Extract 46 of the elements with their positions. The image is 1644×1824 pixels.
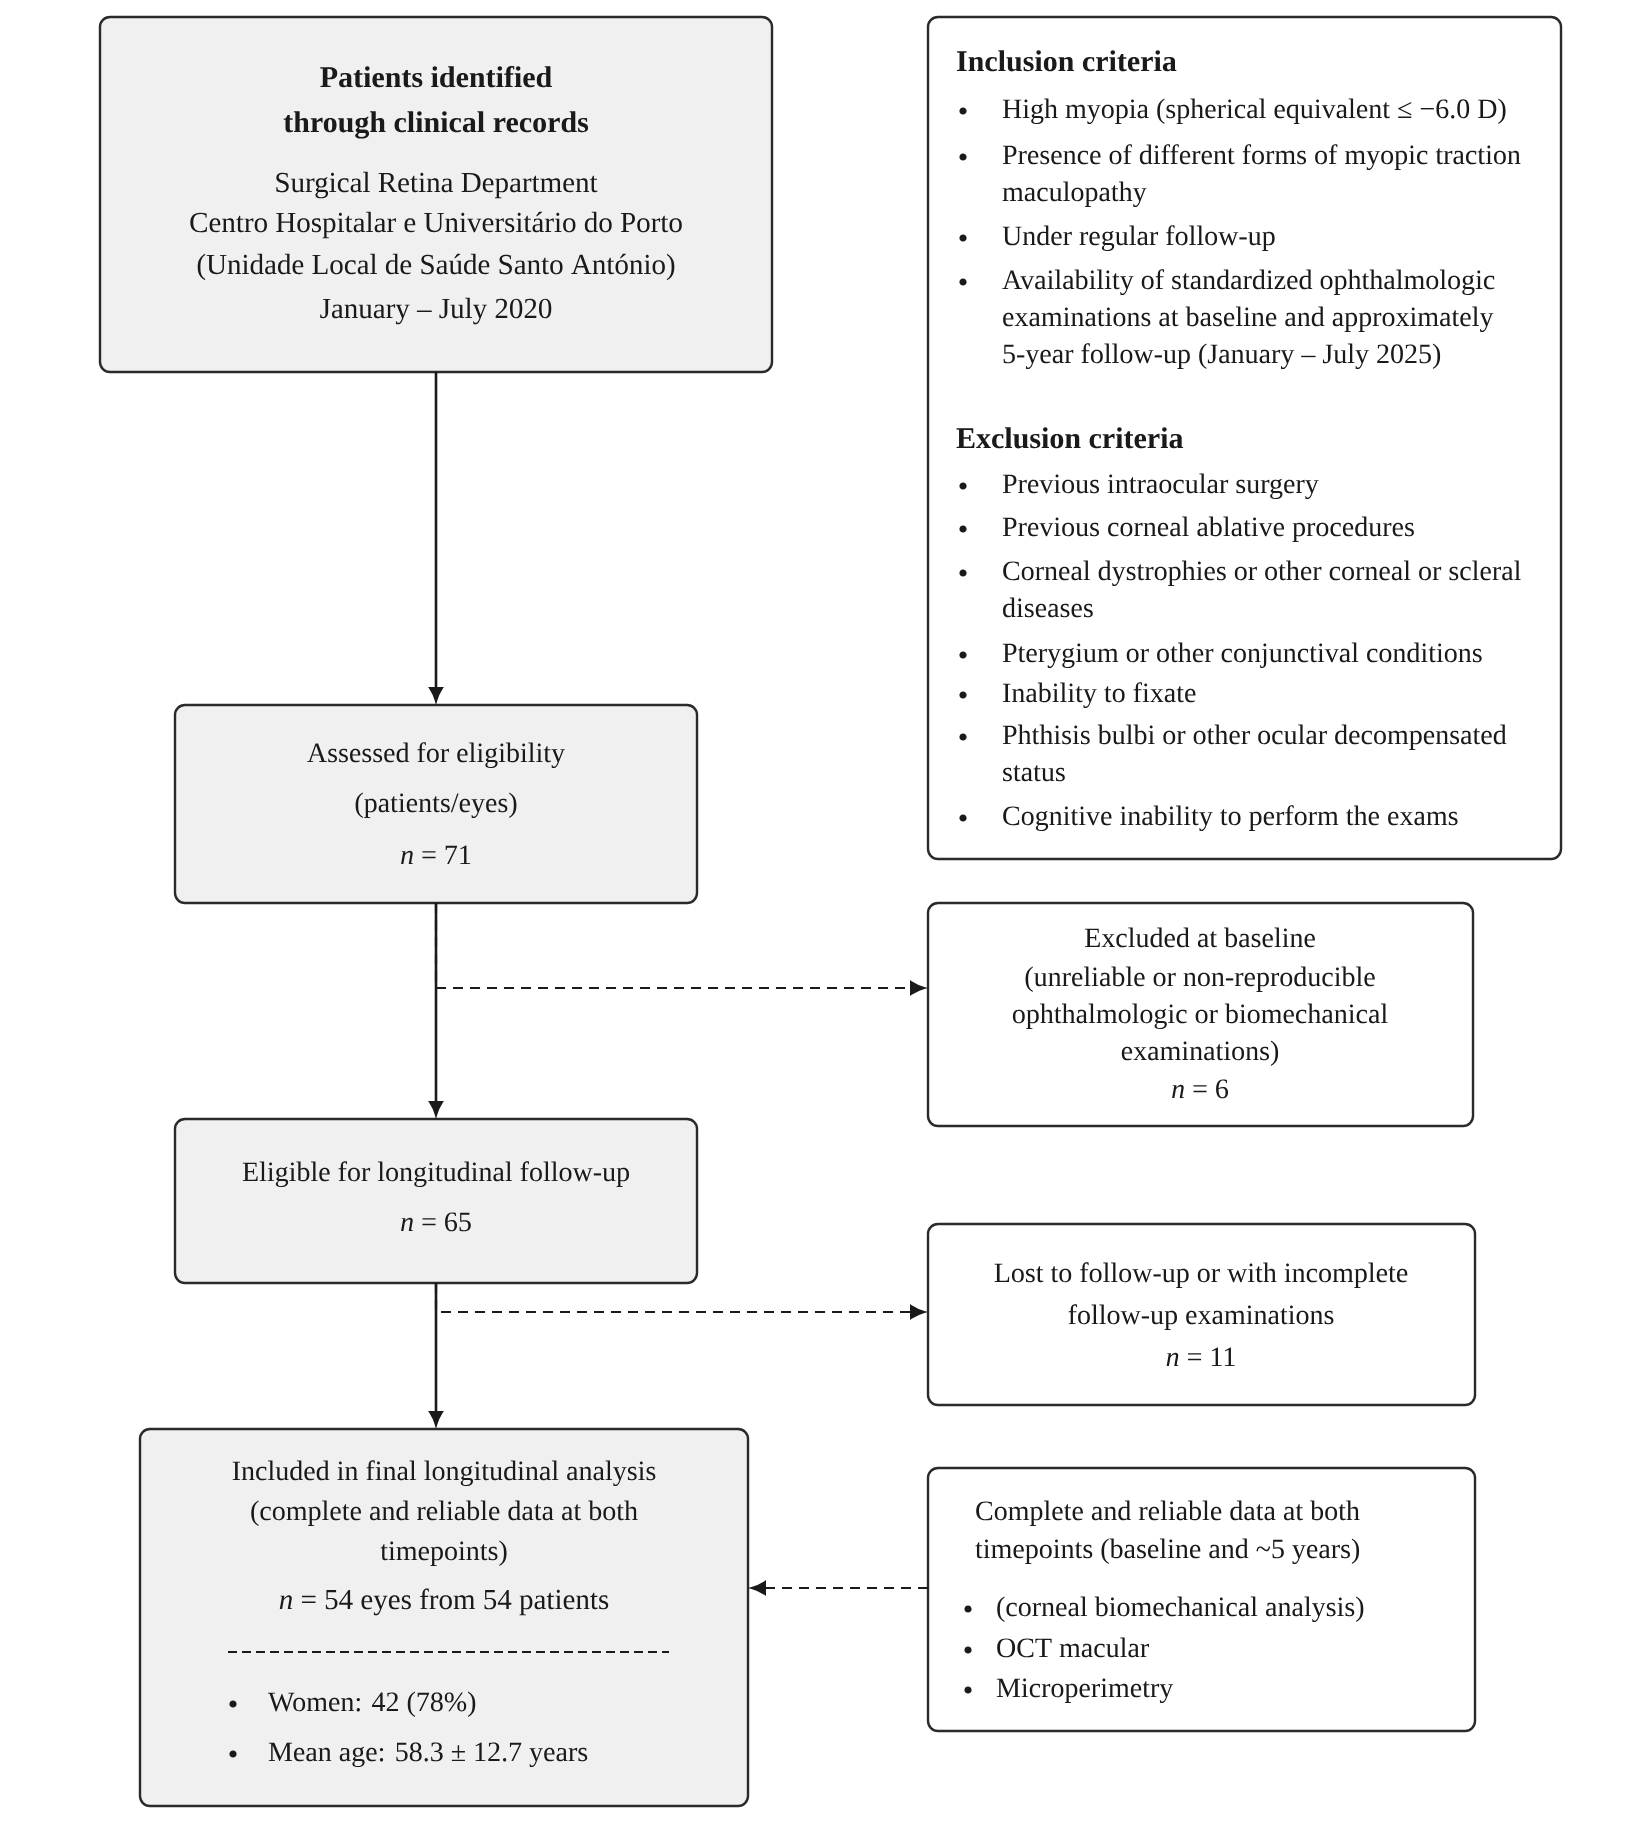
bullet-text: Under regular follow-up — [1002, 225, 1275, 252]
box-text: Included in final longitudinal analysis (complete and reliable data at both timepoints) — [232, 1460, 656, 1566]
section-heading: Exclusion criteria — [956, 427, 1184, 449]
box-text: Assessed for eligibility (patients/eyes) — [307, 742, 565, 819]
count-text: n = 54 eyes from 54 patients — [279, 1588, 609, 1616]
dashed-arrow — [750, 1581, 928, 1595]
box-text: Excluded at baseline — [1085, 927, 1315, 948]
bullet-text: Presence of different forms of myopic traction maculopathy — [1002, 144, 1521, 208]
box-text: Centro Hospitalar e Universitário do Porto — [190, 211, 682, 239]
side-box — [926, 901, 1475, 1128]
bullet-text: Availability of standardized ophthalmologic examinations at baseline and approximately 5-year follow-up (January – July 2025) — [1002, 269, 1495, 370]
count-text: n = 65 — [401, 1212, 471, 1232]
box-text: (Unidade Local de Saúde Santo António) — [197, 253, 675, 281]
bullet-text: Phthisis bulbi or other ocular decompensated status — [1002, 724, 1507, 782]
bullet-text: Pterygium or other conjunctival conditions — [1002, 642, 1482, 669]
process-box — [138, 1427, 750, 1808]
box-text: (unreliable or non-reproducible ophthalmologic or biomechanical examinations) — [1012, 966, 1388, 1066]
box-text: Surgical Retina Department — [276, 171, 598, 199]
box-text: January – July 2020 — [320, 297, 552, 325]
arrow — [429, 372, 443, 702]
process-box — [173, 1117, 699, 1285]
bullet-text: Microperimetry — [996, 1678, 1174, 1704]
bullet-text: High myopia (spherical equivalent ≤ −6.0 D) — [1002, 98, 1506, 125]
bullet-text: Corneal dystrophies or other corneal or scleral diseases — [1003, 560, 1521, 618]
arrow — [429, 903, 443, 1116]
bullet-text: Previous intraocular surgery — [1002, 473, 1319, 500]
process-box — [98, 15, 774, 374]
bullet-text: Cognitive inability to perform the exams — [1003, 805, 1458, 832]
section-heading: Inclusion criteria — [957, 50, 1177, 72]
side-box — [926, 1466, 1477, 1733]
bullet-text: Women: 42 (78%) — [268, 1691, 476, 1717]
bullet-text: OCT macular — [997, 1637, 1149, 1658]
count-text: n = 71 — [401, 845, 471, 864]
bullet-text: Previous corneal ablative procedures — [1002, 516, 1414, 542]
criteria-box — [926, 15, 1563, 861]
arrow — [429, 1283, 443, 1426]
count-text: n = 6 — [1172, 1079, 1229, 1099]
count-text: n = 11 — [1166, 1347, 1235, 1366]
box-title: Patients identified through clinical records — [283, 65, 589, 139]
bullet-text: Inability to fixate — [1003, 682, 1196, 709]
box-text: Complete and reliable data at both timepoints (baseline and ~5 years) — [975, 1500, 1360, 1565]
side-box — [926, 1222, 1477, 1407]
box-text: Eligible for longitudinal follow-up — [242, 1161, 629, 1188]
process-box — [173, 703, 699, 905]
bullet-text: (corneal biomechanical analysis) — [997, 1596, 1364, 1623]
bullet-text: Mean age: 58.3 ± 12.7 years — [268, 1742, 588, 1768]
